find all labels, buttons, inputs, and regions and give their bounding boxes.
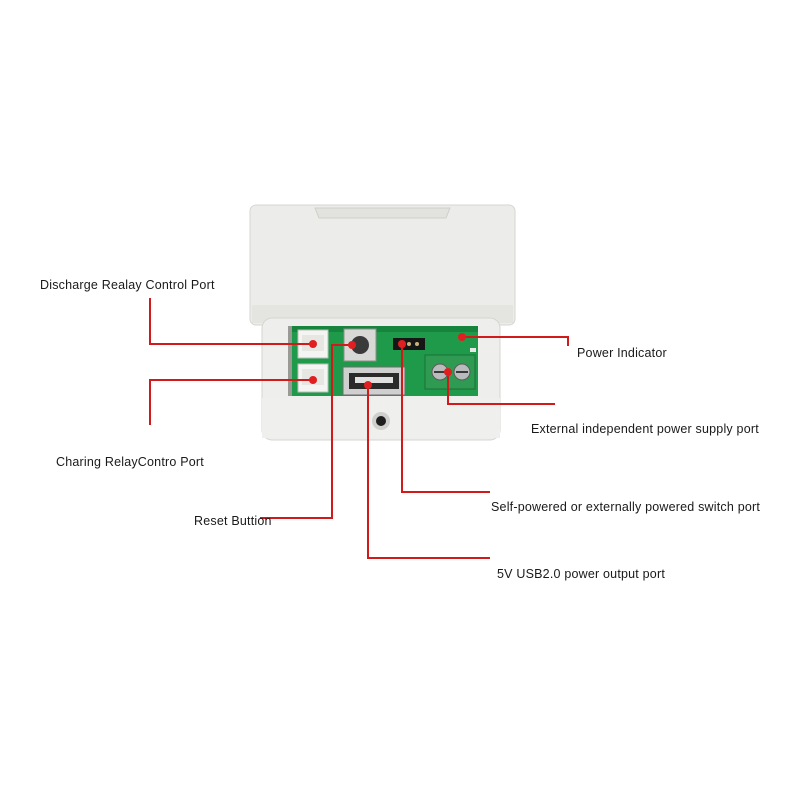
dot-usb bbox=[364, 381, 372, 389]
dot-reset bbox=[348, 341, 356, 349]
label-external-power-port: External independent power supply port bbox=[531, 422, 759, 436]
label-charging-relay-port: Charing RelayContro Port bbox=[56, 455, 204, 469]
enclosure-top bbox=[250, 205, 515, 325]
label-usb-output-port: 5V USB2.0 power output port bbox=[497, 567, 665, 581]
dot-power-indicator bbox=[458, 333, 466, 341]
label-power-switch-port: Self-powered or externally powered switc… bbox=[491, 500, 760, 514]
label-discharge-relay-port: Discharge Realay Control Port bbox=[40, 278, 215, 292]
label-power-indicator: Power Indicator bbox=[577, 346, 667, 360]
power-switch-jumper bbox=[393, 338, 425, 350]
screw-hole bbox=[372, 412, 390, 430]
dot-charging bbox=[309, 376, 317, 384]
dot-discharge bbox=[309, 340, 317, 348]
dot-external-power bbox=[444, 368, 452, 376]
usb-port-component bbox=[343, 367, 405, 395]
dot-jumper bbox=[398, 340, 406, 348]
label-reset-button: Reset Buttion bbox=[194, 514, 272, 528]
